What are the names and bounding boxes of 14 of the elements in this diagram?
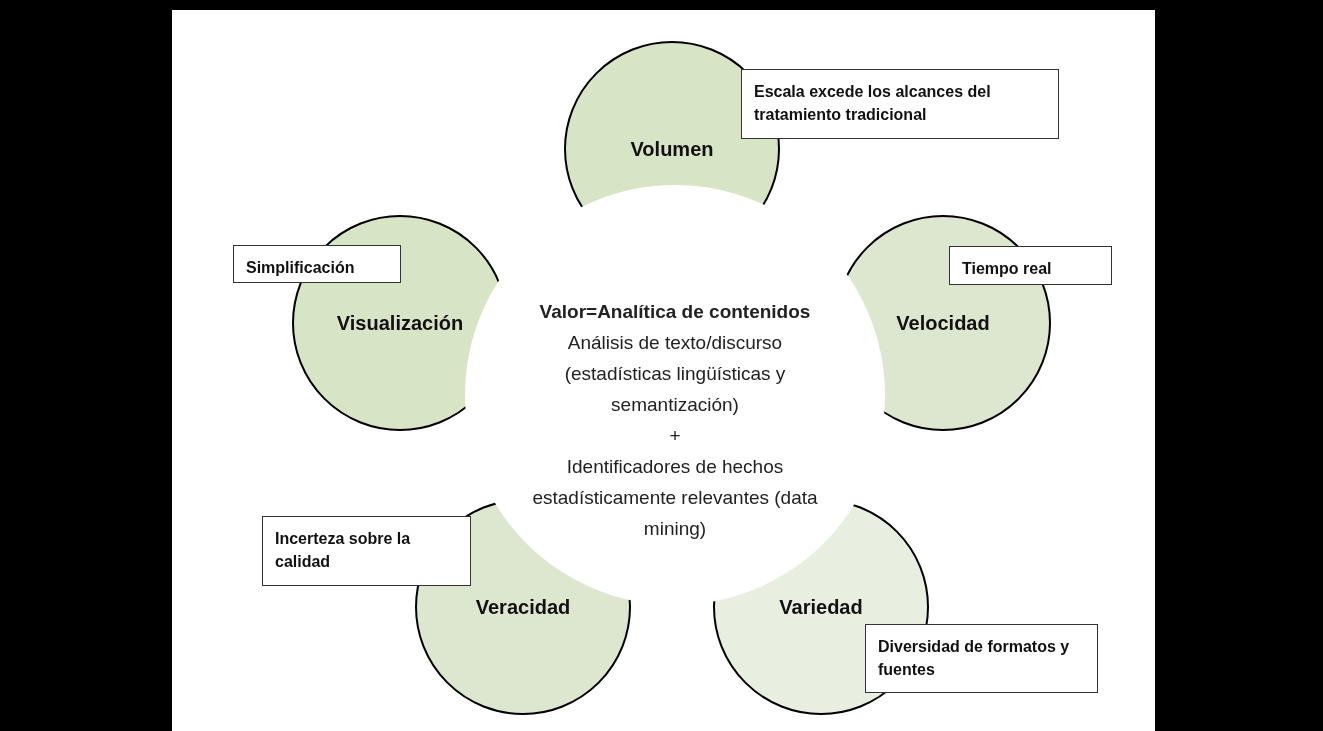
callout-box: Simplificación <box>233 245 401 283</box>
callout-box: Diversidad de formatos y fuentes <box>865 624 1098 693</box>
circle-label: Veracidad <box>475 595 571 619</box>
center-text: + <box>669 424 681 448</box>
circle-label: Visualización <box>336 311 464 335</box>
circle-label: Volumen <box>630 137 714 161</box>
center-heading: Valor=Analítica de contenidos <box>539 300 811 324</box>
circle-label: Variedad <box>779 595 863 619</box>
circle-label: Velocidad <box>896 311 990 335</box>
callout-box: Escala excede los alcances del tratamiento tradicional <box>741 69 1059 139</box>
center-text: Identificadores de hechos estadísticamente relevantes (data mining) <box>531 455 819 541</box>
callout-box: Tiempo real <box>949 246 1112 285</box>
callout-box: Incerteza sobre la calidad <box>262 516 471 586</box>
center-text: Análisis de texto/discurso (estadísticas lingüísticas y semantización) <box>563 331 787 417</box>
